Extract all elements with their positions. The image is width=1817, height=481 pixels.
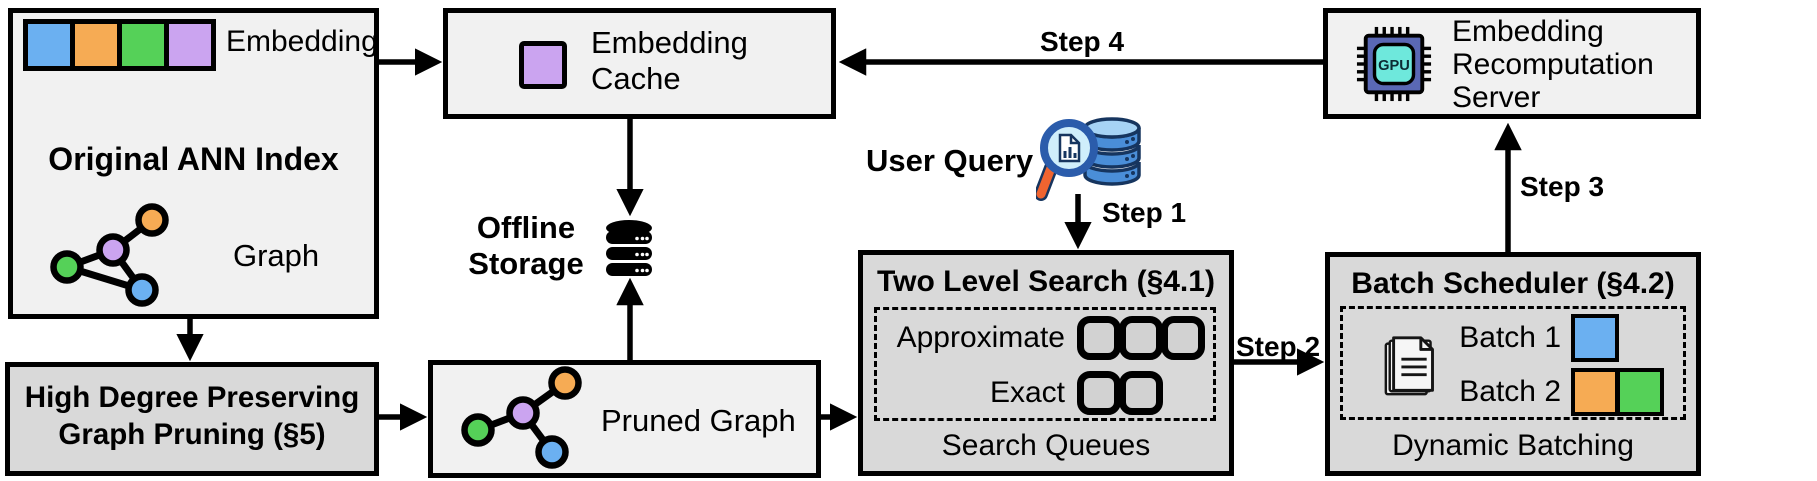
step4-label: Step 4: [1039, 26, 1125, 57]
dynamic-batching-label: Dynamic Batching: [1392, 429, 1634, 462]
step2-label: Step 2: [1235, 331, 1321, 362]
gpu-icon-label: GPU: [1378, 58, 1410, 74]
embedding-chip-purple: [169, 24, 211, 66]
dynamic-batching-region: Batch 1 Batch 2: [1340, 306, 1686, 420]
batch2-label: Batch 2: [1459, 375, 1561, 408]
batch-scheduler-title: Batch Scheduler (§4.2): [1351, 267, 1675, 300]
ann-index-title: Original ANN Index: [48, 141, 339, 177]
batch1-row: Batch 1: [1431, 314, 1619, 362]
embedding-cache-label: Embedding Cache: [591, 25, 748, 96]
batch-scheduler-box: Batch Scheduler (§4.2) Batch 1: [1325, 252, 1701, 476]
exact-label: Exact: [989, 376, 1065, 409]
graph-pruning-title: High Degree Preserving Graph Pruning (§5…: [24, 381, 360, 451]
cached-embedding-icon: [519, 41, 567, 89]
batch2-row: Batch 2: [1431, 368, 1664, 416]
embedding-chip-orange: [75, 24, 117, 66]
step3-label: Step 3: [1520, 171, 1605, 202]
graph-label: Graph: [233, 238, 320, 273]
two-level-search-box: Two Level Search (§4.1) Approximate Exac…: [858, 250, 1234, 476]
recomputation-server-label: Embedding Recomputation Server: [1452, 15, 1654, 114]
offline-storage-label: Offline Storage: [468, 210, 584, 281]
exact-queue-row: Exact: [885, 371, 1163, 415]
approximate-queues-icon: [1077, 316, 1205, 360]
search-queues-label: Search Queues: [941, 429, 1151, 462]
pruned-graph-icon: [461, 366, 582, 469]
approximate-label: Approximate: [896, 321, 1065, 354]
embedding-chip-green: [122, 24, 164, 66]
recomputation-server-box: GPU Embedding Recomputation Server: [1323, 8, 1701, 119]
original-graph-icon: [50, 203, 169, 307]
search-queues-region: Approximate Exact: [874, 307, 1216, 421]
two-level-search-title: Two Level Search (§4.1): [877, 265, 1215, 298]
batch2-embedding-icon: [1571, 368, 1664, 416]
user-query-magnifier-database-icon: [1036, 117, 1141, 201]
batch1-embedding-icon: [1571, 314, 1619, 362]
exact-queues-icon: [1077, 371, 1163, 415]
batch1-label: Batch 1: [1459, 321, 1561, 354]
pruned-graph-box: Pruned Graph: [428, 360, 821, 478]
pruned-graph-label: Pruned Graph: [601, 403, 796, 438]
embedding-vector-icon: [23, 19, 216, 71]
offline-storage-database-icon: [606, 220, 652, 276]
original-ann-index-box: Embedding Original ANN Index Graph: [8, 8, 379, 319]
graph-pruning-box: High Degree Preserving Graph Pruning (§5…: [5, 362, 379, 476]
embedding-label: Embedding: [226, 25, 378, 58]
user-query-label: User Query: [866, 143, 1034, 178]
embedding-chip-blue: [28, 24, 70, 66]
approximate-queue-row: Approximate: [885, 316, 1205, 360]
document-stack-icon: [1384, 336, 1434, 396]
gpu-chip-icon: GPU: [1356, 26, 1432, 102]
step1-label: Step 1: [1102, 197, 1187, 228]
embedding-cache-box: Embedding Cache: [443, 8, 836, 119]
